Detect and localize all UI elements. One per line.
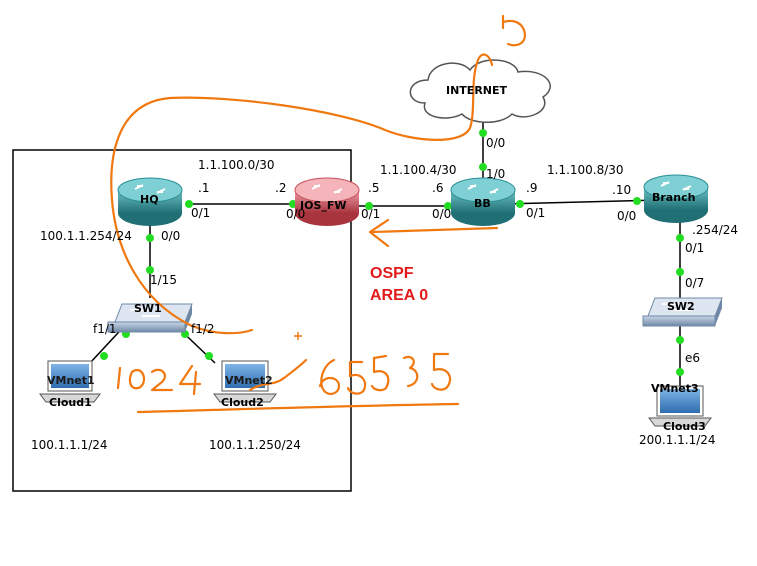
ios-fw-router-icon xyxy=(294,177,360,226)
sw2-switch-icon xyxy=(642,297,723,327)
ios-fw-label: IOS_FW xyxy=(300,199,347,212)
hq-lan-ip-label: 100.1.1.254/24 xyxy=(40,229,132,243)
bb-int-right-label: 0/1 xyxy=(526,206,546,220)
subnet-hq-fw-label: 1.1.100.0/30 xyxy=(198,158,275,172)
bb-right-host-id-label: .9 xyxy=(526,181,538,195)
branch-lan-ip-label: .254/24 xyxy=(692,223,739,237)
vmnet1-label: VMnet1 xyxy=(47,374,95,387)
vmnet3-label: VMnet3 xyxy=(651,382,699,395)
link-dot xyxy=(100,352,108,360)
link-dot xyxy=(185,200,193,208)
link-dot xyxy=(676,268,684,276)
internet-cloud-icon xyxy=(409,59,551,123)
cloud3-laptop-icon xyxy=(648,385,712,427)
annotation-plus-mark xyxy=(294,332,302,340)
fw-int-left-label: 0/0 xyxy=(286,207,306,221)
annotation-underline-stroke xyxy=(136,402,460,414)
sw1-switch-icon xyxy=(107,303,193,333)
link-dot xyxy=(479,163,487,171)
bb-left-host-id-label: .6 xyxy=(432,181,444,195)
branch-router-icon xyxy=(643,174,709,223)
cloud1-label: Cloud1 xyxy=(49,396,92,409)
hq-router-icon xyxy=(117,177,183,226)
fw-left-host-id-label: .2 xyxy=(275,181,287,195)
link-dot xyxy=(479,129,487,137)
internet-int-down-label: 0/0 xyxy=(486,136,506,150)
link-dot xyxy=(516,200,524,208)
cloud3-ip-label: 200.1.1.1/24 xyxy=(639,433,716,447)
link-dot xyxy=(146,234,154,242)
branch-label: Branch xyxy=(652,191,696,204)
annotation-arrow-stroke xyxy=(370,226,499,234)
branch-int-down-label: 0/1 xyxy=(685,241,705,255)
sw1-int-left-label: f1/1 xyxy=(93,322,117,336)
hq-int-right-label: 0/1 xyxy=(191,206,211,220)
annotation-top-mark-stroke xyxy=(501,14,526,47)
link-dot xyxy=(676,234,684,242)
annotation-digits-65535 xyxy=(318,352,452,396)
sw1-int-right-label: f1/2 xyxy=(191,322,215,336)
annotation-arrowhead-stroke xyxy=(368,218,390,248)
cloud2-label: Cloud2 xyxy=(221,396,264,409)
cloud3-label: Cloud3 xyxy=(663,420,706,433)
subnet-bb-branch-label: 1.1.100.8/30 xyxy=(547,163,624,177)
internet-label: INTERNET xyxy=(446,84,508,97)
cloud1-laptop-icon xyxy=(39,360,101,403)
branch-host-id-label: .10 xyxy=(612,183,632,197)
link-dot xyxy=(205,352,213,360)
branch-int-left-label: 0/0 xyxy=(617,209,637,223)
link-dot xyxy=(365,202,373,210)
annotation-wave-stroke xyxy=(248,358,308,392)
links xyxy=(89,120,681,388)
fw-right-host-id-label: .5 xyxy=(368,181,380,195)
link-dot xyxy=(444,202,452,210)
hq-label: HQ xyxy=(140,193,159,206)
bb-label: BB xyxy=(474,197,491,210)
sw1-label: SW1 xyxy=(134,302,162,315)
sw1-int-up-label: 1/15 xyxy=(150,273,177,287)
bb-router-icon xyxy=(450,177,516,226)
bb-int-left-label: 0/0 xyxy=(432,207,452,221)
cloud1-ip-label: 100.1.1.1/24 xyxy=(31,438,108,452)
hq-int-down-label: 0/0 xyxy=(161,229,181,243)
bb-int-up-label: 1/0 xyxy=(486,167,506,181)
link-dot xyxy=(676,336,684,344)
vmnet2-label: VMnet2 xyxy=(225,374,273,387)
subnet-fw-bb-label: 1.1.100.4/30 xyxy=(380,163,457,177)
link-dot xyxy=(676,368,684,376)
cloud2-ip-label: 100.1.1.250/24 xyxy=(209,438,301,452)
hq-site-boundary xyxy=(12,149,352,492)
sw2-int-down-label: e6 xyxy=(685,351,701,365)
sw2-int-up-label: 0/7 xyxy=(685,276,705,290)
link-dot xyxy=(146,266,154,274)
ospf-label: OSPF xyxy=(370,265,414,282)
annotation-digits-1024 xyxy=(116,364,202,396)
ospf-area-label: AREA 0 xyxy=(370,287,429,304)
fw-int-right-label: 0/1 xyxy=(361,207,381,221)
annotation-loop-stroke xyxy=(110,53,494,335)
handwritten-annotations xyxy=(110,14,526,414)
sw2-label: SW2 xyxy=(667,300,695,313)
hq-host-id-label: .1 xyxy=(198,181,210,195)
link-dot xyxy=(633,197,641,205)
